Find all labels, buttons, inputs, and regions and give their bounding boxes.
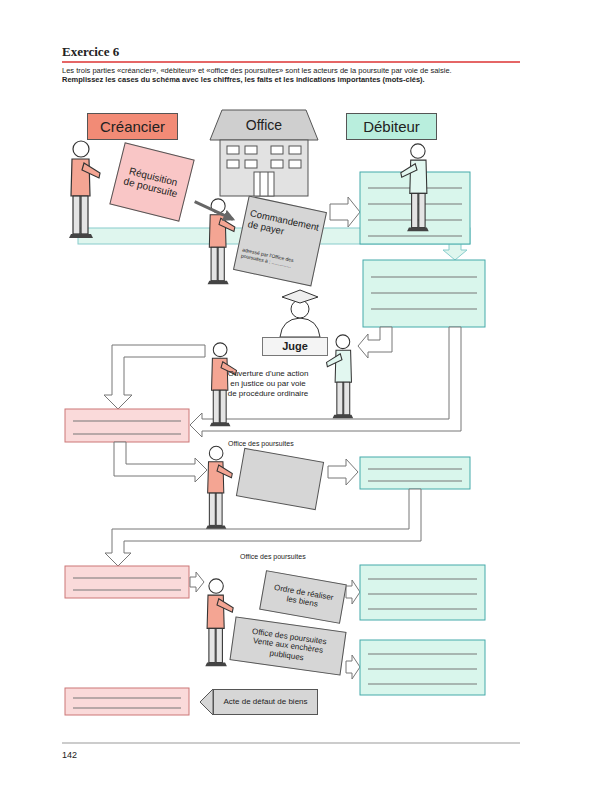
block-arrow bbox=[346, 655, 360, 679]
answer-line bbox=[73, 421, 181, 422]
answer-box-frame bbox=[360, 457, 470, 489]
document-sheet: Réquisition de poursuite bbox=[109, 142, 194, 222]
block-arrow bbox=[104, 345, 205, 409]
roof bbox=[210, 110, 318, 140]
office-building bbox=[210, 110, 318, 196]
judge-robe bbox=[280, 318, 320, 337]
answer-line bbox=[368, 579, 477, 580]
window bbox=[289, 146, 301, 154]
document-box: Acte de défaut de biens bbox=[213, 689, 318, 715]
answer-box-frame bbox=[363, 260, 485, 327]
arrow-tip bbox=[200, 689, 213, 715]
answer-line bbox=[371, 293, 477, 294]
judge-cap bbox=[282, 290, 318, 303]
node-text: Créancier bbox=[100, 118, 165, 135]
footer-rule bbox=[62, 743, 520, 744]
window bbox=[271, 160, 283, 168]
party-box: Débiteur bbox=[346, 113, 437, 140]
answer-box bbox=[363, 260, 485, 327]
block-arrow bbox=[443, 244, 467, 260]
document-sheet: Commandement de payer adressé par l'Offic… bbox=[233, 196, 327, 287]
answer-line bbox=[368, 654, 477, 655]
node-text: Juge bbox=[282, 340, 308, 353]
instruction-text: Les trois parties «créancier», «débiteur… bbox=[62, 66, 522, 75]
window bbox=[245, 146, 257, 154]
answer-line bbox=[73, 698, 181, 699]
page-number: 142 bbox=[62, 750, 122, 761]
node-text: Acte de défaut de biens bbox=[223, 697, 307, 706]
block-arrow bbox=[105, 489, 421, 566]
node-text: Ordre de réaliser les biens bbox=[266, 582, 340, 613]
judge-figure bbox=[280, 290, 320, 337]
office-caption: Office des poursuites bbox=[228, 440, 338, 449]
window bbox=[289, 160, 301, 168]
answer-box bbox=[360, 457, 470, 489]
node-text: adressé par l'Office des poursuites à : … bbox=[240, 248, 311, 274]
block-arrow bbox=[330, 197, 360, 227]
answer-line bbox=[368, 481, 462, 482]
answer-box bbox=[360, 565, 485, 620]
party-box: Créancier bbox=[87, 113, 178, 140]
clerk-figure bbox=[205, 579, 233, 666]
answer-line bbox=[73, 578, 181, 579]
creditor-figure bbox=[69, 141, 100, 238]
answer-line bbox=[368, 669, 477, 670]
answer-line bbox=[368, 236, 462, 237]
answer-line bbox=[73, 434, 181, 435]
clerk-figure bbox=[208, 199, 235, 284]
intro-text: Les trois parties «créancier», «débiteur… bbox=[62, 66, 522, 85]
block-arrow bbox=[190, 572, 204, 592]
document-sheet bbox=[236, 448, 323, 509]
block-arrow bbox=[190, 327, 461, 437]
answer-line bbox=[371, 277, 477, 278]
answer-line bbox=[368, 609, 477, 610]
answer-box-frame bbox=[65, 566, 189, 598]
window bbox=[227, 160, 239, 168]
answer-line bbox=[73, 590, 181, 591]
block-arrow bbox=[346, 580, 360, 604]
column bbox=[260, 172, 261, 196]
answer-box bbox=[65, 688, 189, 715]
answer-box-frame bbox=[360, 565, 485, 620]
answer-line bbox=[368, 469, 462, 470]
block-arrow bbox=[358, 327, 392, 358]
office-roof-label: Office bbox=[214, 113, 314, 137]
block-arrow bbox=[328, 459, 358, 485]
node-text: Débiteur bbox=[363, 118, 420, 135]
document-sheet: Ordre de réaliser les biens bbox=[259, 570, 347, 624]
debtor-figure bbox=[327, 335, 354, 418]
answer-line bbox=[371, 309, 477, 310]
answer-box bbox=[65, 409, 189, 442]
node-text: Office bbox=[246, 117, 282, 133]
block-arrow bbox=[114, 442, 207, 482]
flow-arrow bbox=[195, 202, 233, 220]
answer-box bbox=[65, 566, 189, 598]
window bbox=[245, 160, 257, 168]
window bbox=[271, 146, 283, 154]
exercise-title: Exercice 6 bbox=[62, 44, 119, 60]
column bbox=[268, 172, 269, 196]
answer-line bbox=[368, 684, 477, 685]
answer-line bbox=[73, 708, 181, 709]
debtor-figure bbox=[401, 144, 429, 231]
answer-box-frame bbox=[65, 688, 189, 715]
instruction-text: Remplissez les cases du schéma avec les … bbox=[62, 75, 522, 84]
office-caption: Office des poursuites bbox=[240, 553, 350, 562]
answer-box-frame bbox=[65, 409, 189, 442]
title-rule bbox=[62, 61, 520, 63]
answer-box bbox=[360, 640, 485, 695]
document-sheet: Office des poursuitesVente aux enchères … bbox=[229, 616, 346, 675]
node-text: Commandement de payer bbox=[247, 208, 320, 244]
answer-line bbox=[368, 594, 477, 595]
door bbox=[254, 172, 274, 196]
answer-box-frame bbox=[360, 640, 485, 695]
note-text: Ouverture d'une action en justice ou par… bbox=[226, 369, 310, 399]
window bbox=[227, 146, 239, 154]
clerk-figure bbox=[206, 446, 232, 528]
node-text: Réquisition de poursuite bbox=[119, 163, 185, 200]
building-body bbox=[220, 140, 308, 196]
judge-bench: Juge bbox=[262, 337, 328, 356]
